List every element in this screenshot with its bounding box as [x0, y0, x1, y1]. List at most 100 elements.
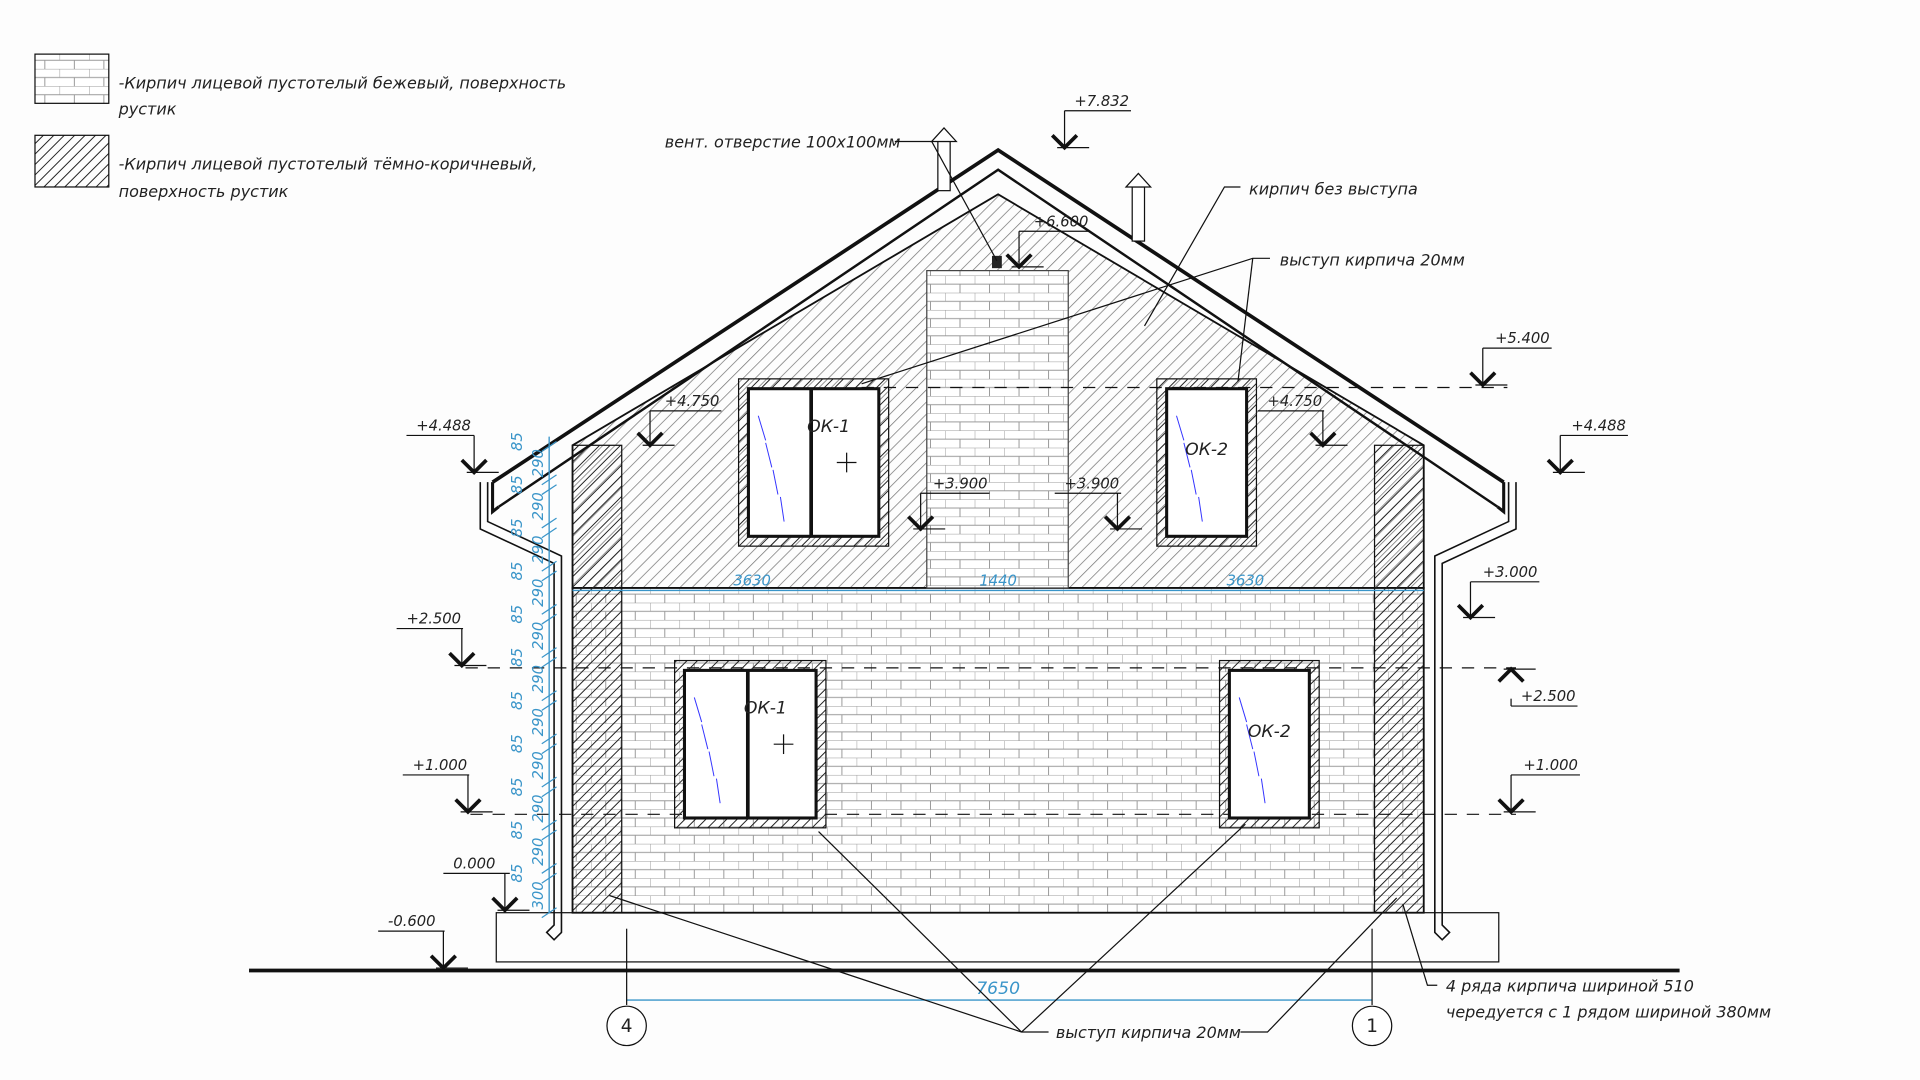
vent-pipe-right	[1124, 172, 1153, 242]
vertical-dim-label: 85	[509, 821, 526, 840]
legend: -Кирпич лицевой пустотелый бежевый, пове…	[34, 53, 567, 201]
dim-upper-right: 3630	[1227, 573, 1265, 590]
window-mark: ОК-1	[744, 698, 787, 718]
level-label: +1.000	[1523, 757, 1578, 774]
axis-label: 4	[621, 1016, 633, 1037]
projection-note-bottom: выступ кирпича 20мм	[1056, 1023, 1241, 1042]
vertical-dim-label: 85	[509, 432, 526, 451]
level-mark: +4.750	[1257, 393, 1348, 448]
vertical-dim-label: 85	[509, 475, 526, 494]
vertical-dim-label: 290	[530, 622, 547, 650]
brick-rows-note-2: чередуется с 1 рядом шириной 380мм	[1446, 1002, 1771, 1021]
level-mark: 0.000	[443, 855, 530, 913]
vertical-dim-segment: 85	[509, 648, 557, 668]
vertical-dim-label: 85	[509, 691, 526, 710]
axis-label: 1	[1366, 1016, 1378, 1037]
level-label: +3.000	[1483, 564, 1538, 581]
window-ок-1: ОК-1	[737, 378, 890, 547]
level-mark: +3.900	[1054, 475, 1143, 532]
vertical-dim-label: 85	[509, 734, 526, 753]
vertical-dim-label: 290	[530, 492, 547, 520]
vertical-dim-label: 290	[530, 535, 547, 563]
level-label: +2.500	[406, 611, 461, 628]
level-label: +4.488	[416, 418, 471, 435]
chimney-brick-band	[926, 270, 1069, 589]
plinth	[495, 912, 1500, 963]
level-label: 0.000	[453, 855, 495, 872]
downpipe-left	[479, 482, 563, 941]
vertical-dim-label: 300	[530, 881, 547, 909]
dimensions: 3630 1440 3630 7650 30085290852908529085…	[509, 432, 1424, 1005]
vertical-dim-label: 85	[509, 605, 526, 624]
brick-rows-note: 4 ряда кирпича шириной 510	[1446, 976, 1694, 995]
vertical-dim-label: 290	[530, 579, 547, 607]
vertical-dim-segment: 290	[530, 838, 557, 874]
vertical-dim-segment: 300	[530, 881, 557, 919]
vertical-dim-segment: 290	[530, 449, 557, 486]
legend-brick-swatch	[34, 53, 110, 104]
vertical-dim-segment: 290	[530, 794, 557, 831]
vertical-dim-label: 290	[530, 449, 547, 477]
window-ок-2: ОК-2	[1218, 659, 1320, 829]
level-mark: +4.488	[1546, 418, 1628, 475]
vertical-dim-label: 85	[509, 519, 526, 538]
level-mark: +2.500	[1497, 666, 1578, 707]
vertical-dim-segment: 85	[509, 562, 557, 582]
vent-opening-note: вент. отверстие 100х100мм	[665, 133, 901, 152]
vertical-dim-label: 85	[509, 562, 526, 581]
legend-beige-brick-text: -Кирпич лицевой пустотелый бежевый, пове…	[119, 74, 567, 93]
legend-brown-brick-text: -Кирпич лицевой пустотелый тёмно-коричне…	[119, 155, 538, 174]
window-mark: ОК-2	[1185, 440, 1228, 460]
level-label: -0.600	[388, 913, 436, 930]
vertical-dim-segment: 85	[509, 475, 557, 496]
vertical-dim-segment: 290	[530, 579, 557, 615]
vertical-dim-segment: 290	[530, 665, 557, 702]
legend-beige-brick-text-2: рустик	[118, 99, 177, 118]
level-mark: +4.750	[636, 393, 722, 448]
vertical-dim-segment: 290	[530, 492, 557, 529]
roof-outer	[491, 147, 1505, 484]
vertical-dim-segment: 85	[509, 821, 557, 841]
level-mark: +6.600	[1005, 213, 1091, 270]
vertical-dim-label: 290	[530, 751, 547, 779]
level-mark: +5.400	[1469, 330, 1552, 388]
level-label: +3.900	[1065, 475, 1120, 492]
window-mark: ОК-1	[807, 417, 850, 437]
level-label: +1.000	[413, 757, 468, 774]
vertical-dim-label: 290	[530, 708, 547, 736]
vertical-dim-label: 290	[530, 665, 547, 693]
level-mark: +1.000	[1497, 757, 1580, 815]
axis-marker-4: 4	[606, 1005, 647, 1047]
level-mark: -0.600	[378, 913, 468, 971]
axis-marker-1: 1	[1351, 1005, 1393, 1047]
dim-upper-center: 1440	[979, 573, 1017, 590]
projection-note-top: выступ кирпича 20мм	[1280, 251, 1465, 270]
right-corner-pier	[1373, 444, 1425, 914]
vertical-dim-segment: 85	[509, 778, 557, 798]
window-mark: ОК-2	[1248, 722, 1291, 742]
vertical-dim-label: 85	[509, 864, 526, 883]
level-label: +7.832	[1074, 93, 1129, 110]
level-label: +6.600	[1034, 213, 1089, 230]
level-label: +4.750	[665, 393, 720, 410]
level-mark: +1.000	[402, 757, 493, 815]
level-label: +5.400	[1495, 330, 1550, 347]
vent-pipe-left	[930, 127, 958, 192]
level-label: +4.750	[1268, 393, 1323, 410]
roof-inner	[498, 168, 1499, 508]
vertical-dim-label: 290	[530, 794, 547, 822]
level-mark: +7.832	[1050, 93, 1131, 151]
legend-hatch-swatch	[34, 134, 110, 188]
vertical-dim-segment: 290	[530, 535, 557, 572]
vertical-dim-segment: 290	[530, 751, 557, 788]
downpipe-right	[1434, 482, 1517, 941]
annotations: вент. отверстие 100х100мм кирпич без выс…	[609, 133, 1771, 1042]
vertical-dim-segment: 85	[509, 864, 557, 884]
dim-overall: 7650	[976, 979, 1020, 999]
level-mark: +2.500	[396, 611, 487, 669]
dim-upper-left: 3630	[733, 573, 771, 590]
level-label: +2.500	[1521, 688, 1576, 705]
level-label: +3.900	[933, 475, 988, 492]
vertical-dim-segment: 290	[530, 708, 557, 745]
